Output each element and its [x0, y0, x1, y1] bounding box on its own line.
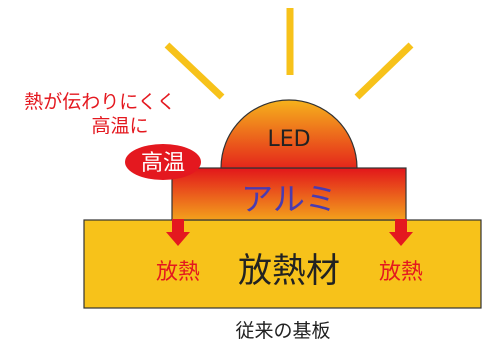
heatsink-block — [83, 219, 482, 309]
caption: 従来の基板 — [235, 320, 330, 342]
heat-dissipation-left-label: 放熱 — [156, 260, 200, 285]
aluminum-label: アルミ — [241, 180, 337, 218]
aluminum-layer — [171, 167, 407, 221]
heatsink-label: 放熱材 — [238, 251, 340, 291]
light-ray-left — [164, 42, 225, 100]
light-rays — [164, 8, 414, 100]
led-dome — [220, 99, 358, 169]
heat-arrow-left — [166, 219, 190, 246]
light-ray-right — [354, 42, 414, 100]
led-label: LED — [267, 127, 310, 152]
high-temp-badge — [125, 144, 201, 180]
annotation-line2: 高温に — [91, 115, 148, 137]
heat-arrow-right — [389, 219, 413, 246]
annotation-line1: 熱が伝わりにくく — [24, 91, 176, 113]
heat-dissipation-right-label: 放熱 — [379, 260, 423, 285]
high-temp-badge-label: 高温 — [141, 151, 185, 176]
